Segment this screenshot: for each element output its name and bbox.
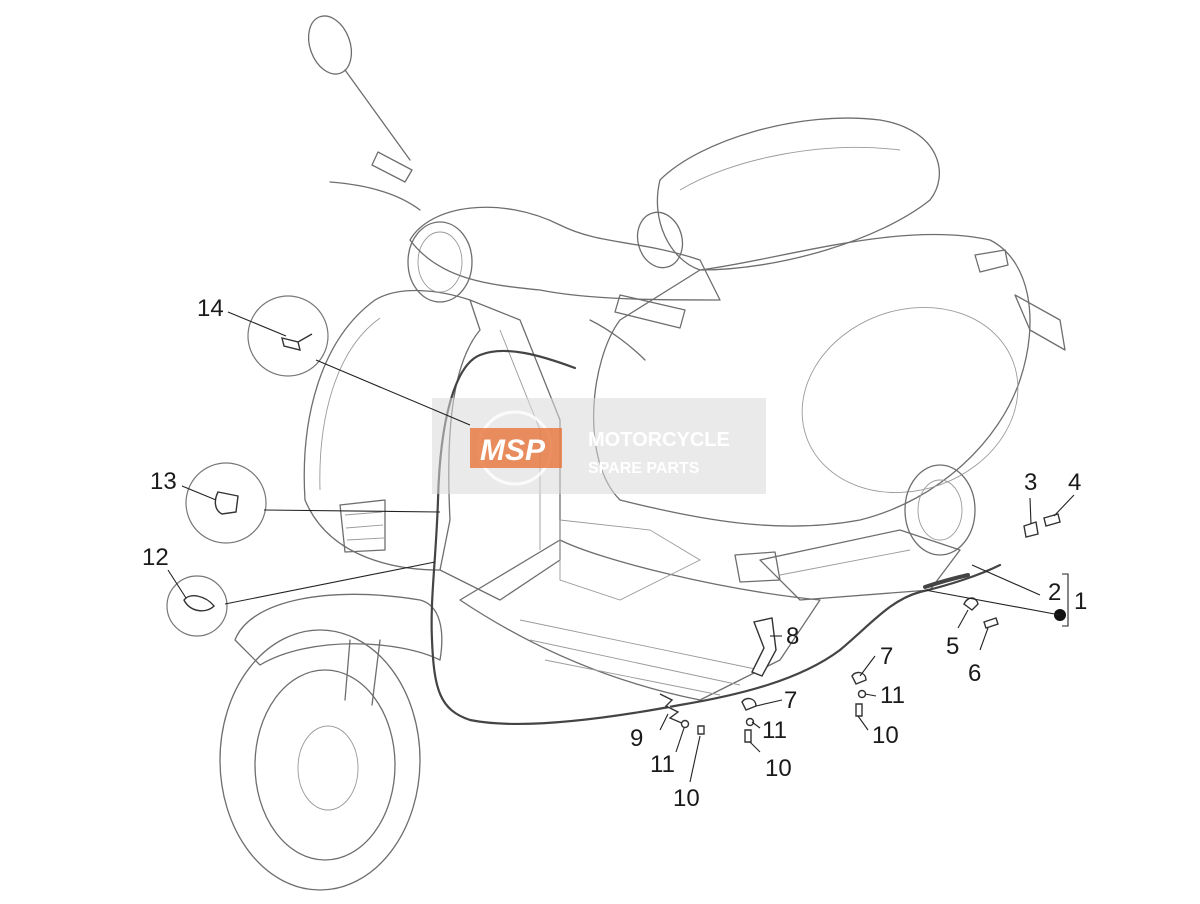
callout-9: 9	[630, 725, 643, 752]
callout-10-center: 10	[765, 755, 792, 782]
leader-lines	[167, 311, 1075, 783]
callout-1: 1	[1074, 588, 1087, 615]
detail-circle-14	[247, 295, 329, 377]
callout-10-left: 10	[673, 785, 700, 812]
callout-2: 2	[1048, 579, 1061, 606]
callout-11-right: 11	[880, 682, 905, 709]
watermark-logo: MSP	[480, 434, 546, 467]
callout-4: 4	[1068, 469, 1081, 496]
callout-13: 13	[150, 468, 177, 495]
scooter-drawing	[219, 15, 1066, 891]
callout-10-right: 10	[872, 722, 899, 749]
callout-7-right: 7	[880, 643, 893, 670]
callout-7-center: 7	[784, 687, 797, 714]
watermark-line-1: MOTORCYCLE	[588, 429, 730, 451]
callout-14: 14	[197, 295, 224, 322]
callout-11-left: 11	[650, 751, 675, 778]
callout-3: 3	[1024, 469, 1037, 496]
callout-8: 8	[786, 623, 799, 650]
detail-callouts	[166, 295, 329, 637]
watermark-logo-box	[470, 428, 562, 468]
callout-12: 12	[142, 544, 169, 571]
watermark-line-2: SPARE PARTS	[588, 460, 700, 477]
watermark: MSP MOTORCYCLE SPARE PARTS	[432, 398, 766, 494]
small-parts	[659, 513, 1066, 743]
callout-labels: 14 13 12 3 4 2 1 5 6 8 7 7 11 11 11 10 1…	[142, 295, 1087, 812]
callout-5: 5	[946, 633, 959, 660]
callout-11-center: 11	[762, 717, 787, 744]
callout-6: 6	[968, 660, 981, 687]
brake-cable	[430, 349, 1002, 726]
